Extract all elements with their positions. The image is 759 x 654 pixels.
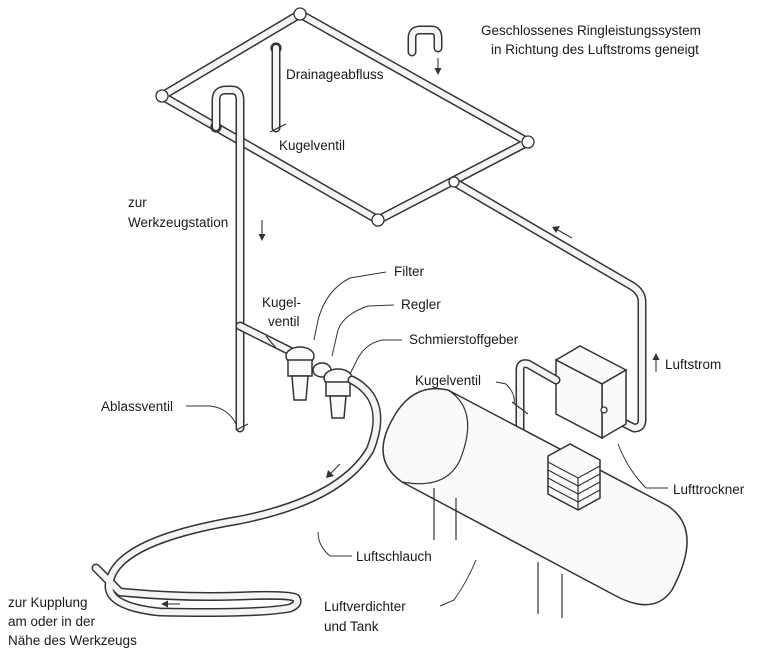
- tank-riser: [511, 359, 561, 467]
- label-to-coupling-2: am oder in der: [8, 614, 96, 629]
- label-air-hose: Luftschlauch: [356, 549, 432, 564]
- compressor-tank: [382, 387, 688, 618]
- label-to-coupling-3: Nähe des Werkzeugs: [8, 633, 137, 648]
- label-ball-valve-mid-2: ventil: [268, 314, 300, 329]
- label-closed-loop-1: Geschlossenes Ringleistungssystem: [481, 23, 701, 38]
- label-ball-valve-mid-1: Kugel-: [262, 295, 302, 310]
- label-compressor-1: Luftverdichter: [324, 599, 406, 614]
- label-airflow: Luftstrom: [665, 357, 722, 372]
- air-dryer: [554, 345, 628, 440]
- label-ball-valve-top: Kugelventil: [279, 138, 346, 153]
- label-regulator: Regler: [401, 297, 441, 312]
- compressor-motor: [547, 443, 601, 511]
- drainage-drop-right: [407, 25, 443, 75]
- label-compressor-2: und Tank: [324, 619, 379, 634]
- label-to-coupling-1: zur Kupplung: [8, 595, 88, 610]
- air-hose: [91, 375, 382, 617]
- drainage-drop-center: [269, 43, 287, 133]
- label-drainage: Drainageabfluss: [286, 67, 384, 82]
- airflow-arrow: [652, 353, 660, 372]
- label-filter: Filter: [394, 264, 424, 279]
- label-lubricator: Schmierstoffgeber: [409, 332, 519, 347]
- supply-line: [448, 176, 647, 433]
- label-to-tool-station-1: zur: [128, 195, 147, 210]
- frl-unit: [285, 346, 353, 419]
- leader-lines: [186, 271, 668, 607]
- label-closed-loop-2: in Richtung des Luftstroms geneigt: [491, 42, 699, 57]
- label-ball-valve-tank: Kugelventil: [415, 373, 482, 388]
- label-to-tool-station-2: Werkzeugstation: [128, 215, 229, 230]
- label-drain-valve: Ablassventil: [101, 399, 174, 414]
- label-air-dryer: Lufttrockner: [673, 482, 745, 497]
